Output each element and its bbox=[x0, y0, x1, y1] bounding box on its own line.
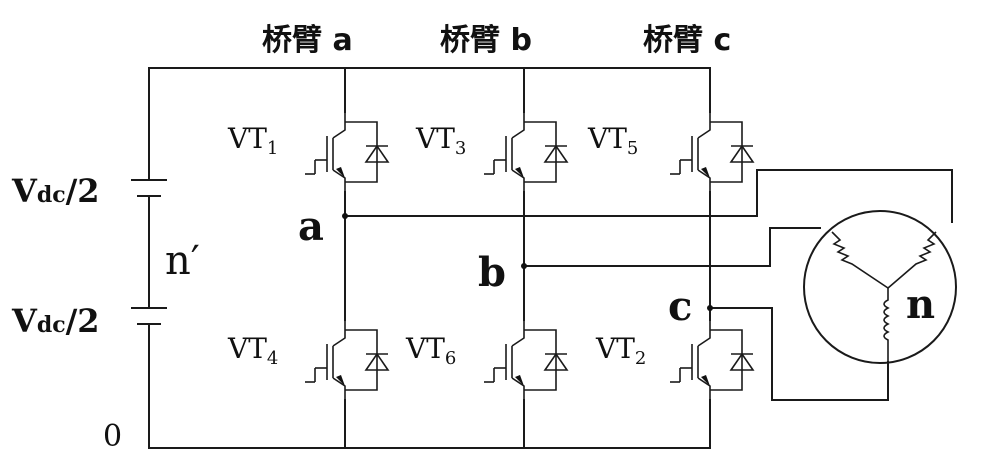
arm-a-label: 桥臂 a bbox=[262, 23, 353, 58]
neutral-label: n bbox=[906, 281, 935, 328]
arm-b-label: 桥臂 b bbox=[440, 23, 532, 58]
winding-a bbox=[832, 232, 888, 288]
switch-vt4 bbox=[305, 320, 388, 400]
node-b-label: b bbox=[478, 249, 506, 296]
vdc-top-label: Vdc/2 bbox=[11, 172, 100, 210]
capacitor-bottom bbox=[132, 308, 166, 324]
ground-label: 0 bbox=[103, 419, 122, 454]
vdc-bottom-label: Vdc/2 bbox=[11, 302, 100, 340]
midpoint-label: n′ bbox=[165, 238, 200, 284]
vt5-label: VT5 bbox=[587, 122, 638, 159]
switch-vt6 bbox=[484, 320, 567, 400]
node-a-label: a bbox=[298, 203, 324, 250]
node-c-label: c bbox=[668, 283, 692, 330]
vt3-label: VT3 bbox=[415, 122, 466, 159]
output-wires bbox=[345, 170, 952, 400]
switch-vt5 bbox=[670, 112, 753, 192]
phase-legs bbox=[345, 68, 710, 448]
node-c-dot bbox=[707, 305, 713, 311]
node-b-dot bbox=[521, 263, 527, 269]
switch-vt3 bbox=[484, 112, 567, 192]
arm-c-label: 桥臂 c bbox=[643, 23, 731, 58]
vt1-label: VT1 bbox=[227, 122, 278, 159]
switch-vt2 bbox=[670, 320, 753, 400]
switch-vt1 bbox=[305, 112, 388, 192]
vt2-label: VT2 bbox=[595, 332, 646, 369]
winding-c bbox=[884, 288, 888, 362]
winding-b bbox=[888, 232, 936, 288]
phase-b-wire bbox=[524, 228, 820, 266]
vt4-label: VT4 bbox=[227, 332, 278, 369]
capacitor-top bbox=[132, 180, 166, 196]
vt6-label: VT6 bbox=[405, 332, 456, 369]
node-a-dot bbox=[342, 213, 348, 219]
